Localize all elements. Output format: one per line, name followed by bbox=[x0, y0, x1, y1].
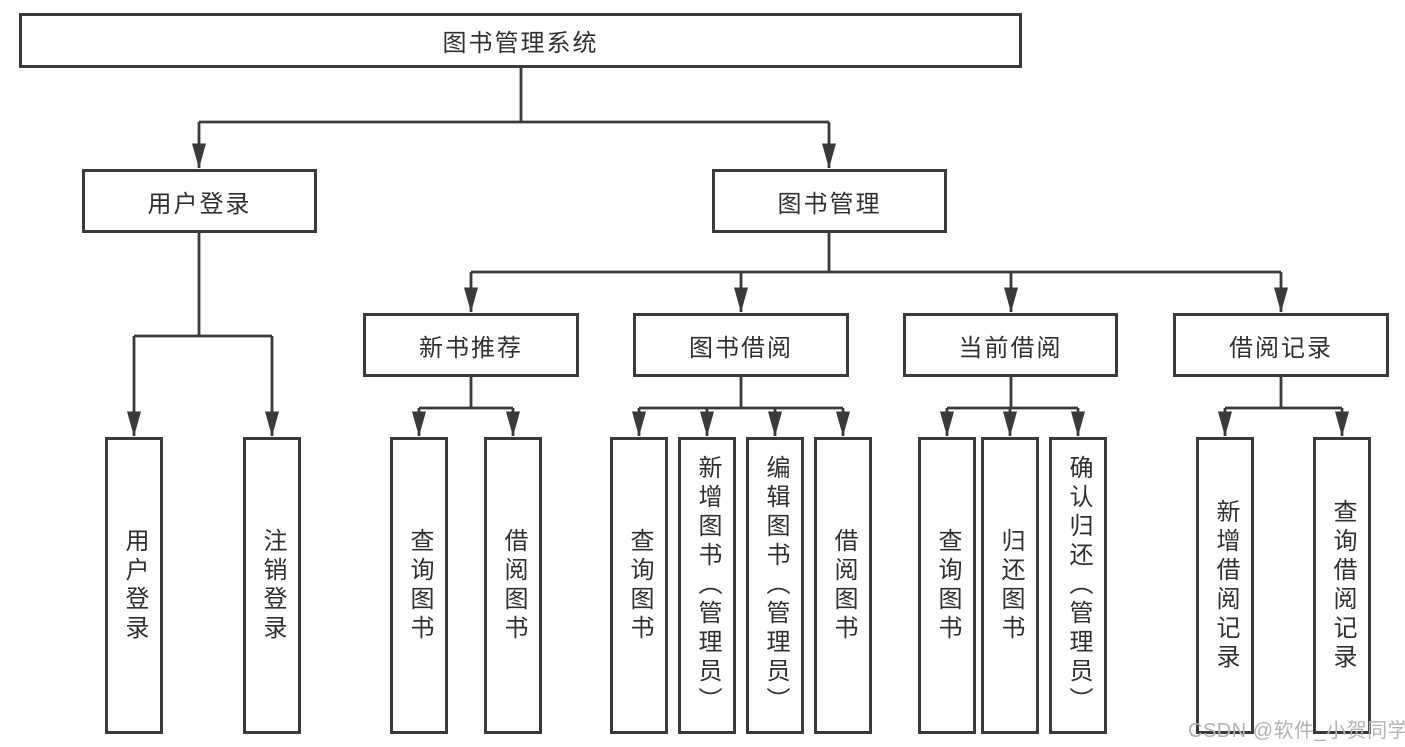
leaf-current-return: 归还图书 bbox=[981, 437, 1039, 734]
leaf-borrow-query: 查询图书 bbox=[610, 437, 668, 734]
leaf-newbook-borrow: 借阅图书 bbox=[484, 437, 542, 734]
node-user-login: 用户登录 bbox=[82, 169, 317, 233]
leaf-current-query: 查询图书 bbox=[918, 437, 976, 734]
leaf-newbook-query: 查询图书 bbox=[390, 437, 448, 734]
node-library-system: 图书管理系统 bbox=[19, 13, 1022, 68]
leaf-record-query: 查询借阅记录 bbox=[1313, 437, 1371, 734]
leaf-borrow-add-admin: 新增图书（管理员） bbox=[678, 437, 736, 734]
leaf-user-login: 用户登录 bbox=[105, 437, 163, 734]
leaf-borrow-edit-admin: 编辑图书（管理员） bbox=[746, 437, 804, 734]
node-new-book-recommend: 新书推荐 bbox=[363, 313, 579, 377]
leaf-borrow-book: 借阅图书 bbox=[814, 437, 872, 734]
leaf-record-add: 新增借阅记录 bbox=[1196, 437, 1254, 734]
node-book-management: 图书管理 bbox=[712, 169, 947, 233]
node-borrow-record: 借阅记录 bbox=[1173, 313, 1389, 377]
leaf-logout: 注销登录 bbox=[243, 437, 301, 734]
csdn-watermark: CSDN @软件_小贺同学 bbox=[1188, 720, 1405, 742]
node-current-borrow: 当前借阅 bbox=[903, 313, 1118, 377]
node-book-borrow: 图书借阅 bbox=[633, 313, 849, 377]
leaf-current-confirm-admin: 确认归还（管理员） bbox=[1049, 437, 1107, 734]
